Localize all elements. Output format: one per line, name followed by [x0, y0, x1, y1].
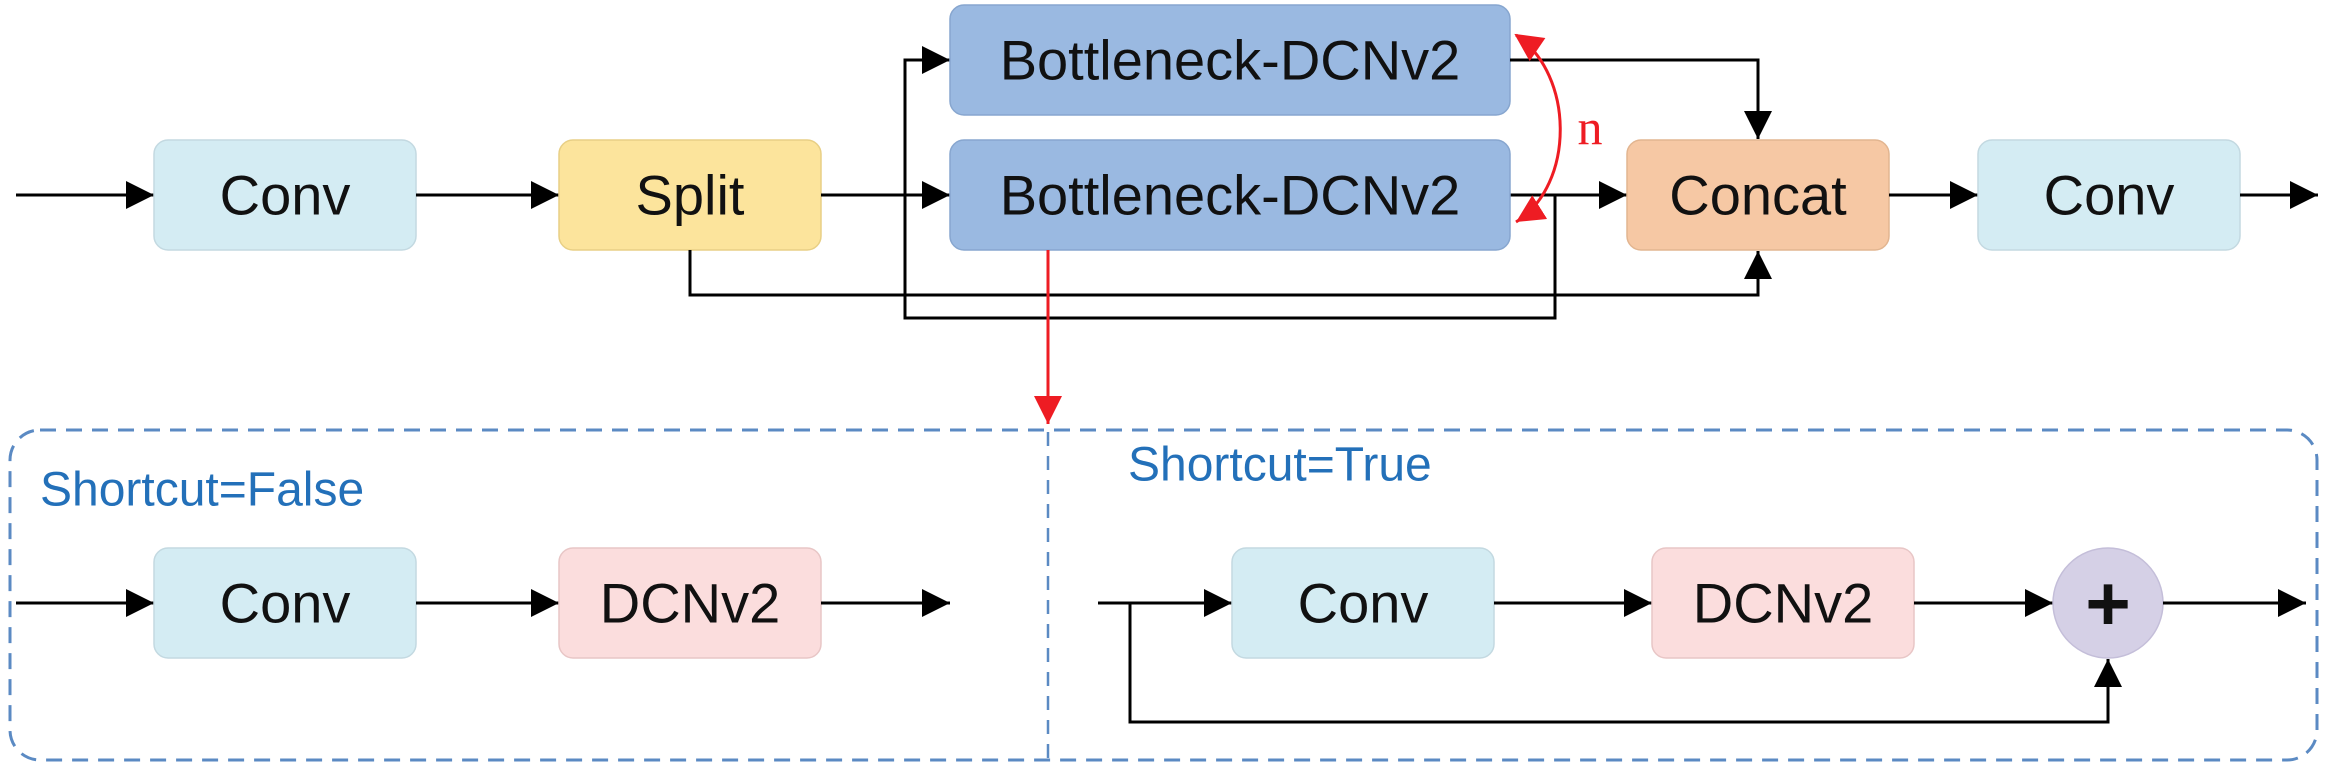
right-conv-block: Conv [1231, 547, 1495, 659]
bottleneck-chain-connector [903, 46, 1557, 320]
conv-out-label: Conv [2044, 164, 2175, 227]
conv-in-label: Conv [220, 164, 351, 227]
left-dcnv2-block: DCNv2 [558, 547, 822, 659]
repeat-n-label: n [1578, 99, 1603, 155]
residual-shortcut-connector [1128, 603, 2122, 724]
split-label: Split [636, 164, 745, 227]
detail-panel-border [8, 428, 2319, 762]
conv-out-block: Conv [1977, 139, 2241, 251]
bottleneck-2-label: Bottleneck-DCNv2 [1000, 164, 1461, 227]
repeat-n-arrow [1514, 33, 1562, 224]
bottleneck-1-label: Bottleneck-DCNv2 [1000, 29, 1461, 92]
left-conv-block: Conv [153, 547, 417, 659]
right-conv-label: Conv [1298, 572, 1429, 635]
add-symbol: + [2085, 559, 2131, 647]
plus-circle-icon: + [2052, 547, 2164, 659]
split-to-concat-connector [688, 250, 1772, 297]
bottleneck-1-to-concat-connector [1510, 58, 1772, 139]
bottleneck-2-block: Bottleneck-DCNv2 [949, 139, 1511, 251]
conv-in-block: Conv [153, 139, 417, 251]
bottleneck-1-block: Bottleneck-DCNv2 [949, 4, 1511, 116]
left-dcnv2-label: DCNv2 [600, 572, 780, 635]
left-conv-label: Conv [220, 572, 351, 635]
concat-label: Concat [1669, 164, 1847, 227]
right-dcnv2-label: DCNv2 [1693, 572, 1873, 635]
concat-block: Concat [1626, 139, 1890, 251]
split-block: Split [558, 139, 822, 251]
bottleneck-2-box [949, 139, 1511, 251]
shortcut-false-title: Shortcut=False [40, 464, 364, 517]
right-dcnv2-block: DCNv2 [1651, 547, 1915, 659]
shortcut-true-title: Shortcut=True [1128, 439, 1432, 492]
